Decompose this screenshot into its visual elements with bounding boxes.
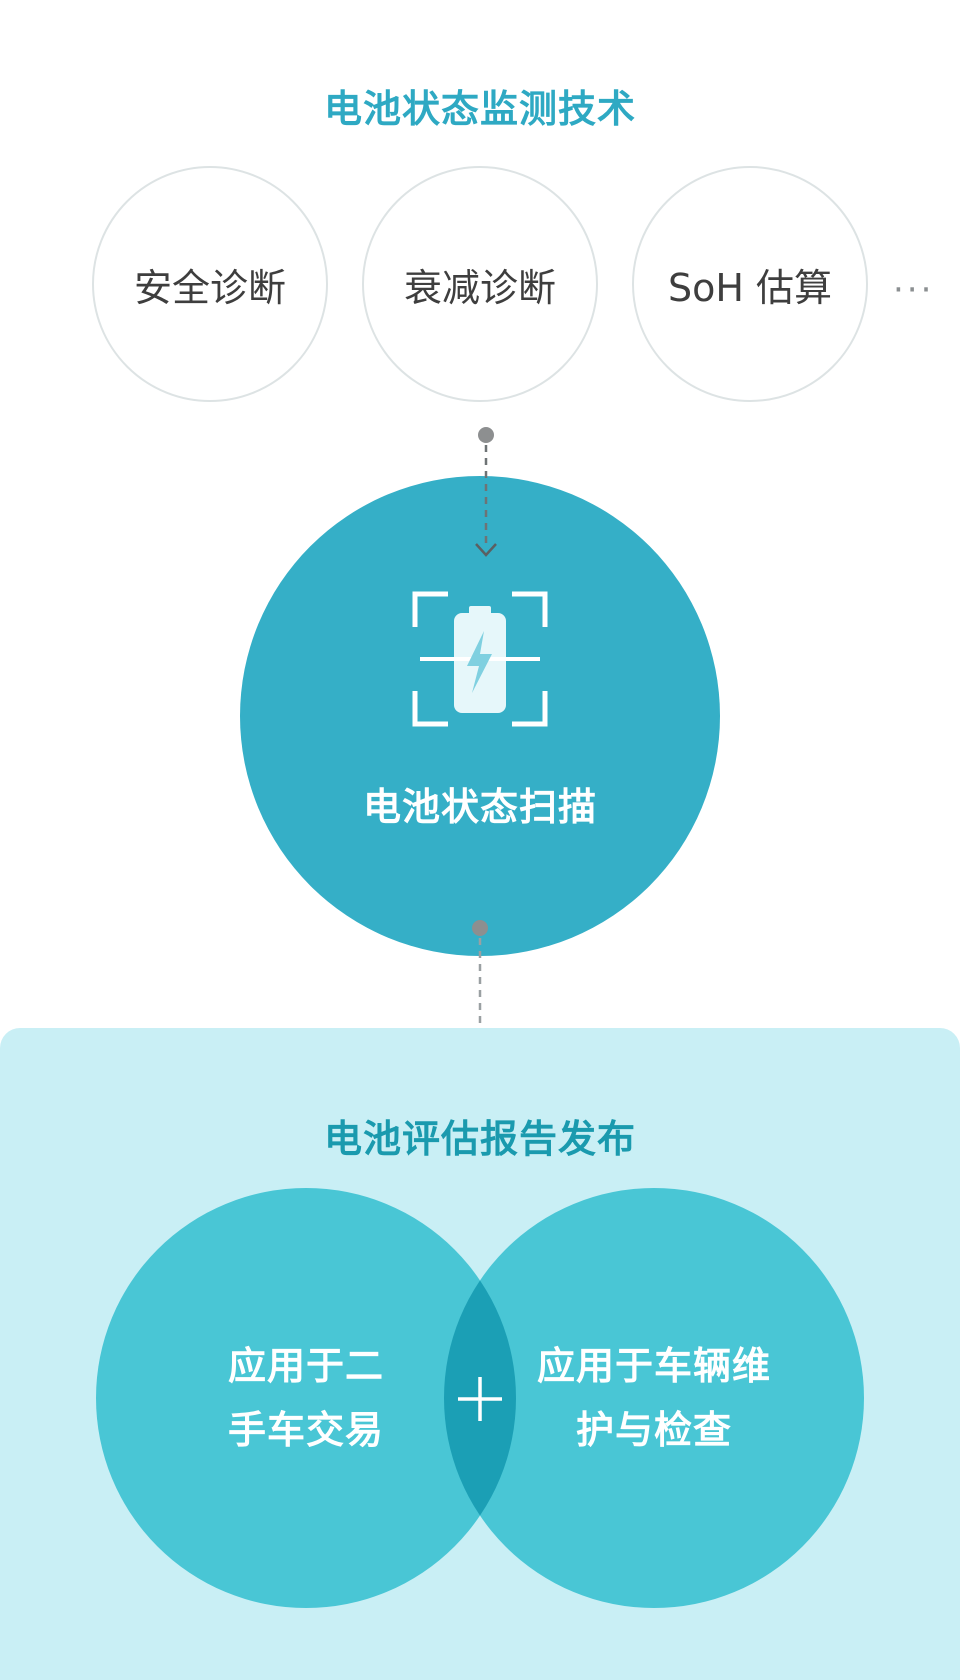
monitoring-title: 电池状态监测技术	[323, 87, 636, 131]
connector-dot-top	[478, 427, 494, 443]
venn-left-circle	[96, 1188, 516, 1608]
venn-right-circle	[444, 1188, 864, 1608]
arrow-down-icon	[475, 543, 497, 557]
venn-right-text: 应用于车辆维 护与检查	[514, 1334, 794, 1462]
plus-icon	[458, 1377, 502, 1421]
venn-left-text: 应用于二 手车交易	[186, 1334, 426, 1462]
tech-item-label: 衰减诊断	[403, 265, 556, 310]
venn-right-line1: 应用于车辆维	[536, 1344, 771, 1388]
tech-item-degradation-diagnosis: 衰减诊断	[362, 166, 598, 402]
scan-label: 电池状态扫描	[362, 785, 597, 829]
report-title: 电池评估报告发布	[323, 1117, 636, 1161]
connector-dot-bottom	[472, 920, 488, 936]
venn-right-line2: 护与检查	[575, 1408, 732, 1452]
tech-item-safety-diagnosis: 安全诊断	[92, 166, 328, 402]
battery-scan-icon	[412, 591, 548, 727]
venn-left-line1: 应用于二	[227, 1344, 384, 1388]
tech-item-soh-estimation: SoH 估算	[632, 166, 868, 402]
venn-diagram	[96, 1188, 864, 1608]
venn-left-line2: 手车交易	[227, 1408, 384, 1452]
scan-circle	[240, 476, 720, 956]
more-ellipsis: ···	[893, 270, 935, 310]
tech-item-label: SoH 估算	[667, 265, 833, 310]
tech-item-label: 安全诊断	[133, 265, 286, 310]
